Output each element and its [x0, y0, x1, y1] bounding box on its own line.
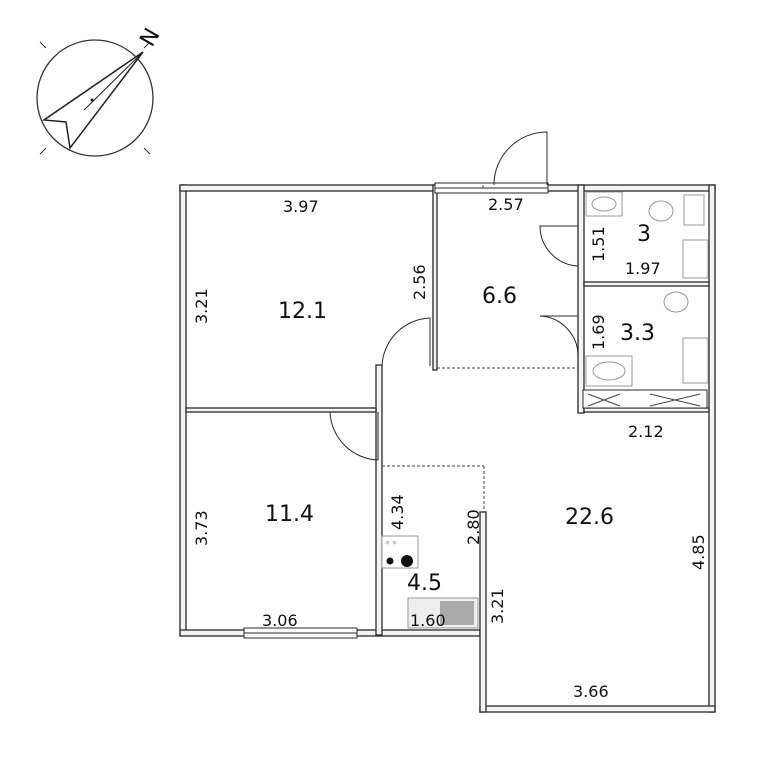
room-a-area: 12.1 [278, 299, 327, 324]
bath-1-depth: 1.51 [589, 226, 608, 262]
room-a-width: 3.97 [283, 197, 319, 216]
living-width: 3.66 [573, 682, 609, 701]
bath-2-area: 3.3 [620, 321, 655, 346]
bathroom-fixtures [585, 191, 709, 387]
room-a-inner-depth: 2.56 [410, 264, 429, 300]
room-b-depth: 3.73 [192, 510, 211, 546]
kitchen-inner-depth: 2.80 [464, 509, 483, 545]
openings [382, 185, 578, 512]
svg-text:* *: * * [385, 540, 397, 550]
bath-2-depth: 1.69 [589, 314, 608, 350]
bath-2-width: 2.12 [628, 422, 664, 441]
living-depth: 4.85 [689, 534, 708, 570]
kitchen-fixtures: * * [381, 535, 479, 629]
living-area: 22.6 [565, 505, 614, 530]
kitchen-depth: 4.34 [388, 494, 407, 530]
windows [243, 182, 708, 639]
bath-1-width: 1.97 [625, 259, 661, 278]
room-b-area: 11.4 [265, 502, 314, 527]
room-a-depth: 3.21 [192, 288, 211, 324]
north-label: N [136, 24, 166, 51]
room-b-width: 3.06 [262, 611, 298, 630]
doors [329, 131, 579, 461]
compass-icon [36, 39, 154, 157]
kitchen-width: 1.60 [410, 611, 446, 630]
bath-1-area: 3 [637, 222, 651, 247]
kitchen-area: 4.5 [407, 571, 442, 596]
corridor-area: 6.6 [482, 284, 517, 309]
corridor-width: 2.57 [488, 195, 524, 214]
living-inner-depth: 3.21 [488, 588, 507, 624]
